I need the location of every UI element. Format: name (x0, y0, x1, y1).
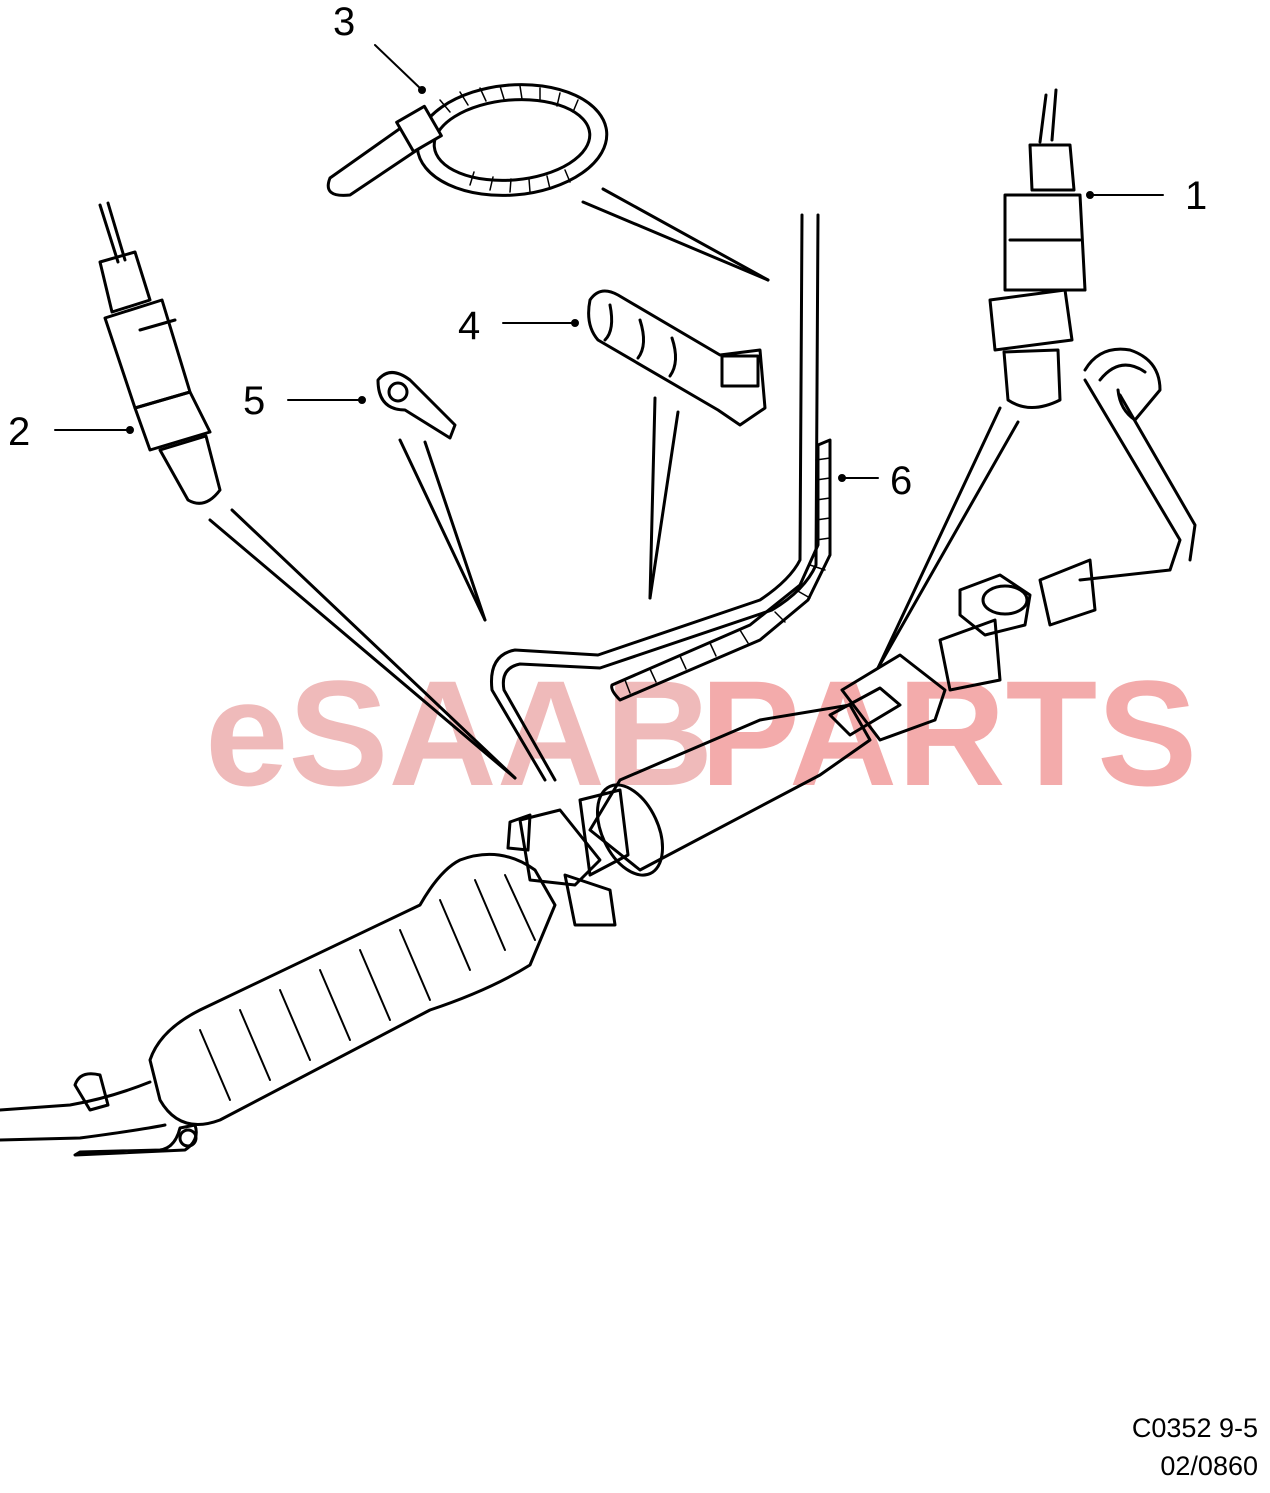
watermark-parts: PARTS (700, 649, 1197, 817)
sensor-wire (489, 213, 804, 782)
callout-5: 5 (243, 379, 266, 423)
part-oxygen-sensor-left (98, 201, 222, 505)
leader-3b (601, 187, 770, 282)
leader-2b (208, 518, 517, 780)
reference-date: 02/0860 (1160, 1451, 1258, 1481)
callout-2: 2 (8, 410, 31, 454)
leader-5b (423, 440, 487, 622)
part-cable-clip (587, 289, 767, 427)
leader-4b (648, 410, 680, 600)
watermark: eSAAB PARTS (205, 649, 1197, 817)
part-corrugated-tube (610, 438, 832, 702)
leader-3 (581, 200, 770, 282)
part-oxygen-sensor-right (988, 88, 1087, 409)
callout-1: 1 (1185, 174, 1208, 218)
callout-3: 3 (333, 0, 356, 44)
exhaust-system (0, 347, 1197, 1157)
sensor-wire-b (501, 213, 820, 782)
leader-1b (876, 420, 1020, 670)
reference-code: C0352 9-5 (1131, 1413, 1258, 1443)
leader-5 (398, 438, 487, 622)
leader-1 (876, 406, 1002, 670)
part-cable-tie (326, 83, 609, 197)
leader-2 (230, 508, 517, 780)
callout-4: 4 (458, 304, 481, 348)
part-p-clip (376, 371, 457, 440)
callout-6: 6 (890, 459, 913, 503)
callout-leaders (54, 44, 1164, 482)
leader-4 (648, 396, 657, 600)
